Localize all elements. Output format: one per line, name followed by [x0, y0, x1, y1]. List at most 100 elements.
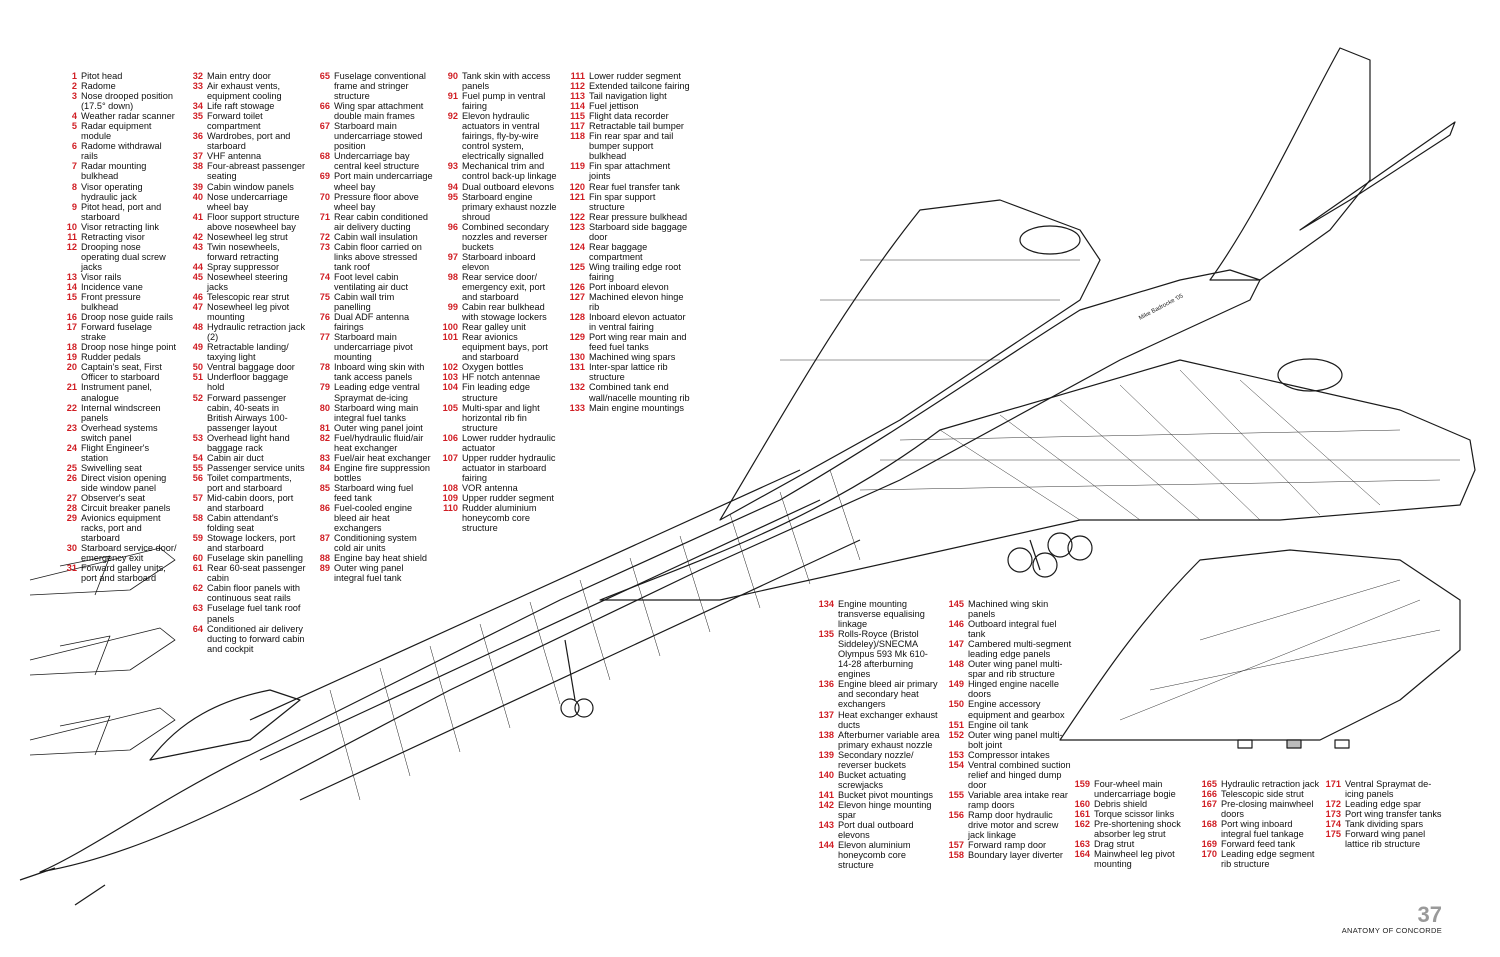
legend-text: Swivelling seat	[81, 462, 142, 473]
legend-item: 29 Avionics equipment racks, port and sta…	[58, 513, 178, 543]
legend-text: Pre-shortening shock absorber leg strut	[1094, 819, 1181, 840]
legend-text: Nose undercarriage wheel bay	[207, 191, 288, 212]
legend-number: 152	[948, 729, 964, 740]
legend-text: Nose drooped position (17.5° down)	[81, 91, 173, 112]
legend-number: 96	[447, 221, 458, 232]
legend-text: Port dual outboard elevons	[838, 820, 914, 841]
legend-text: Avionics equipment racks, port and starb…	[81, 513, 161, 544]
legend-text: Cabin floor panels with continuous seat …	[207, 583, 300, 604]
legend-number: 92	[447, 111, 458, 122]
legend-number: 48	[192, 322, 203, 333]
legend-number: 11	[67, 231, 77, 242]
legend-number: 47	[192, 302, 203, 313]
legend-number: 131	[569, 362, 585, 373]
legend-number: 77	[319, 332, 330, 343]
legend-number: 68	[319, 151, 330, 162]
legend-text: Port wing rear main and feed fuel tanks	[589, 332, 687, 353]
legend-text: Starboard inboard elevon	[462, 251, 536, 272]
legend-number: 83	[319, 452, 330, 463]
legend-text: Fuel/air heat exchanger	[334, 452, 431, 463]
legend-number: 171	[1325, 779, 1341, 789]
legend-number: 128	[569, 312, 585, 323]
legend-text: Rear baggage compartment	[589, 241, 648, 262]
legend-text: Oxygen bottles	[462, 362, 524, 373]
legend-text: Secondary nozzle/ reverser buckets	[838, 749, 914, 770]
legend-number: 66	[319, 101, 330, 112]
legend-number: 5	[71, 121, 77, 132]
legend-number: 39	[192, 181, 203, 192]
legend-text: Starboard wing fuel feed tank	[334, 482, 414, 503]
legend-text: Nosewheel steering jacks	[207, 271, 288, 292]
legend-number: 46	[192, 292, 203, 303]
legend-number: 58	[192, 513, 203, 524]
legend-number: 103	[442, 372, 458, 383]
legend-text: Bucket actuating screwjacks	[838, 769, 906, 790]
legend-number: 129	[569, 332, 585, 343]
legend-number: 29	[66, 513, 77, 524]
legend-number: 168	[1201, 819, 1217, 830]
legend-number: 123	[569, 221, 585, 232]
legend-number: 109	[442, 492, 458, 503]
legend-number: 118	[570, 131, 585, 142]
legend-number: 158	[948, 850, 964, 861]
legend-text: Ventral combined suction relief and hing…	[968, 759, 1071, 790]
legend-text: Life raft stowage	[207, 101, 275, 112]
legend-number: 43	[192, 241, 203, 252]
legend-text: Flight data recorder	[589, 111, 669, 122]
legend-number: 16	[66, 312, 77, 323]
legend-item: 129 Port wing rear main and feed fuel tan…	[566, 332, 690, 352]
legend-number: 125	[569, 261, 585, 272]
legend-number: 61	[192, 563, 203, 574]
legend-number: 155	[948, 789, 964, 800]
legend-number: 100	[442, 322, 458, 333]
legend-number: 63	[192, 603, 203, 614]
legend-number: 53	[192, 432, 203, 443]
legend-number: 85	[319, 482, 330, 493]
legend-text: Machined wing spars	[589, 352, 676, 363]
legend-number: 105	[442, 402, 458, 413]
legend-text: Compressor intakes	[968, 749, 1050, 760]
legend-text: Leading edge ventral Spraymat de-icing	[334, 382, 420, 403]
legend-number: 80	[319, 402, 330, 413]
legend-number: 111	[570, 71, 585, 81]
running-footer: ANATOMY OF CONCORDE	[1341, 926, 1442, 935]
legend-number: 91	[447, 91, 458, 102]
